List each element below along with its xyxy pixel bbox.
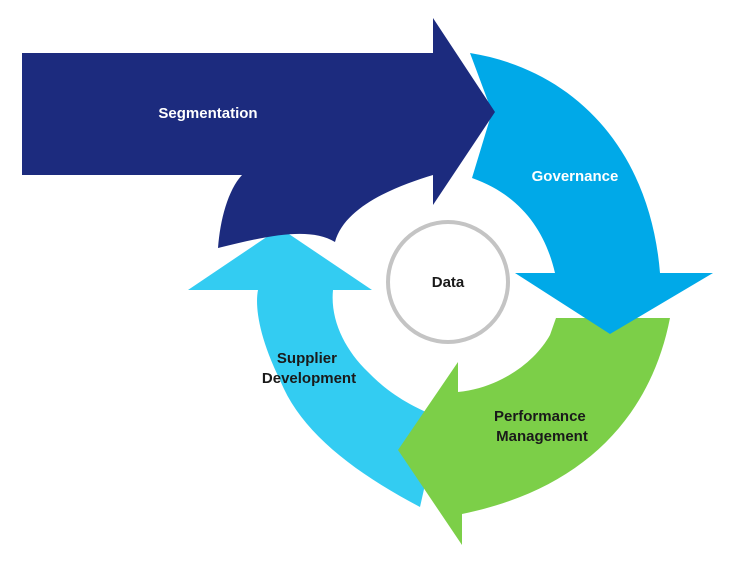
governance-label: Governance xyxy=(532,168,619,185)
governance-label-line-1: Governance xyxy=(532,168,619,185)
supplier-development-label: Supplier Development xyxy=(262,350,356,387)
center-ring xyxy=(386,220,510,344)
segmentation-arrow xyxy=(22,18,495,248)
performance-management-label-line-1: Performance xyxy=(494,408,586,425)
center-label: Data xyxy=(432,274,465,291)
supplier-development-arrow xyxy=(188,228,440,507)
performance-management-arrow xyxy=(398,318,670,545)
supplier-development-label-line-2: Development xyxy=(262,370,356,387)
supplier-development-label-line-1: Supplier xyxy=(277,350,337,367)
performance-management-label: Performance Management xyxy=(494,408,590,445)
performance-management-label-line-2: Management xyxy=(496,428,588,445)
segmentation-label: Segmentation xyxy=(158,105,257,122)
segmentation-label-line-1: Segmentation xyxy=(158,105,257,122)
governance-arrow xyxy=(470,53,713,334)
